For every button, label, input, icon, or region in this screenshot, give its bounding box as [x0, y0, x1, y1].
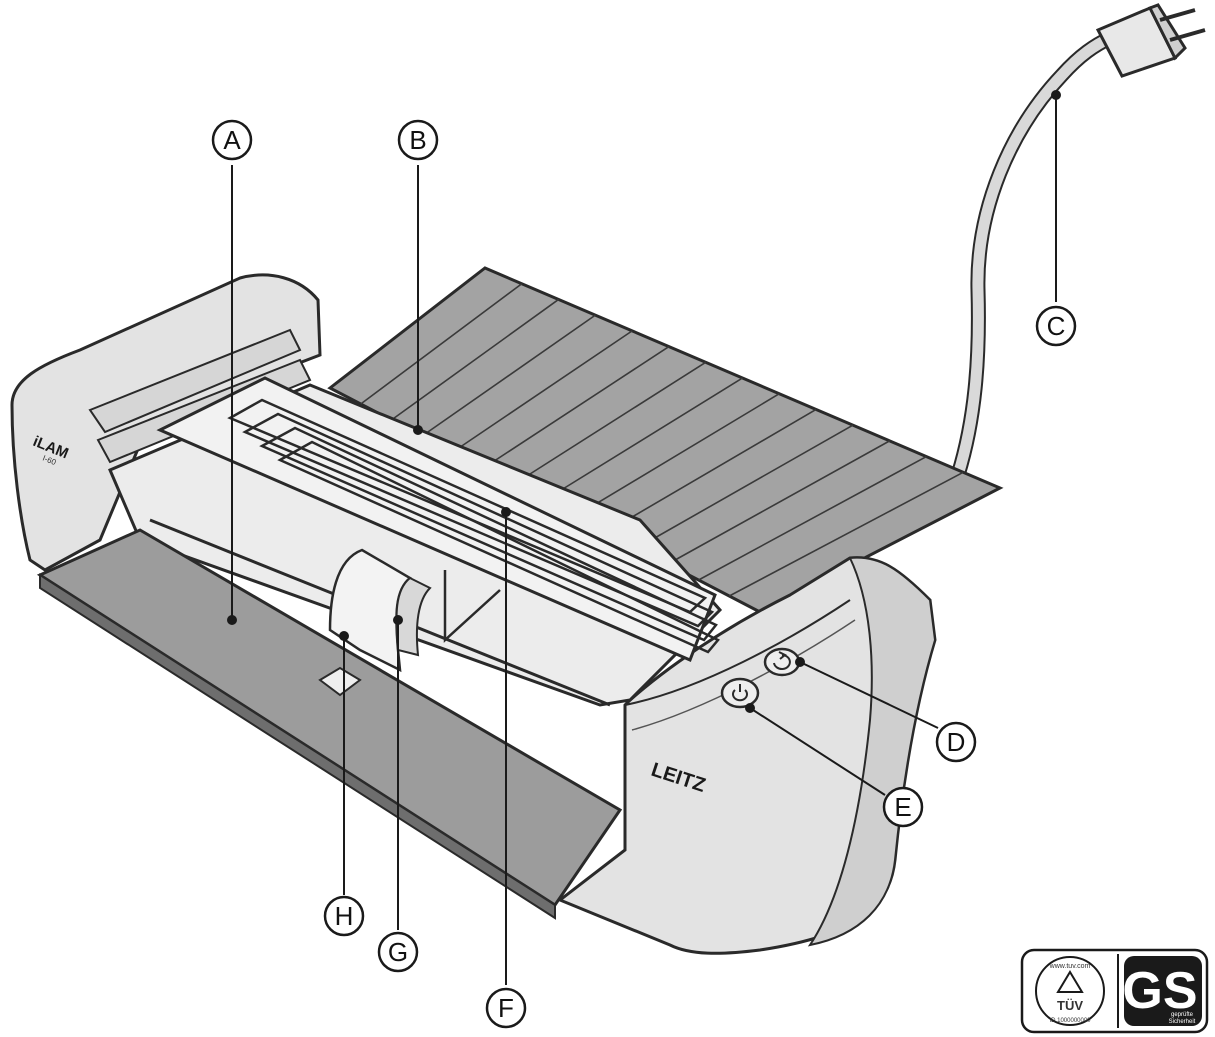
leader-dot-g	[393, 615, 403, 625]
callout-a: A	[211, 119, 253, 161]
callout-d-label: D	[947, 727, 966, 757]
callout-e-label: E	[894, 792, 911, 822]
leader-dot-b	[413, 425, 423, 435]
tray-ridge-line	[544, 377, 743, 501]
callout-f-label: F	[498, 993, 514, 1023]
callout-h-label: H	[335, 901, 354, 931]
callout-b: B	[397, 119, 439, 161]
gs-mark-label: GS	[1122, 962, 1197, 1020]
tray-ridge-line	[421, 314, 596, 437]
callout-a-label: A	[223, 125, 241, 155]
tray-ridge-line	[636, 424, 854, 549]
leader-dot-h	[339, 631, 349, 641]
tuv-mark-icon: TÜV www.tuv.com ID 1000000000	[1035, 956, 1105, 1026]
tray-ridge-line	[728, 471, 964, 597]
power-plug-icon	[1095, 3, 1206, 78]
reverse-button[interactable]	[763, 647, 801, 677]
right-end-cap	[557, 556, 937, 955]
tray-ridge-line	[698, 455, 927, 581]
tray-ridge-line	[390, 298, 560, 421]
leader-dot-e	[745, 703, 755, 713]
tray-ridge-line	[575, 393, 780, 517]
tray-ridge-line	[513, 361, 707, 485]
leader-lines	[227, 90, 1061, 985]
callout-d: D	[935, 721, 977, 763]
leader-dot-c	[1051, 90, 1061, 100]
tray-ridge-line	[667, 440, 891, 565]
leader-dot-f	[501, 507, 511, 517]
callout-e: E	[882, 786, 924, 828]
power-button[interactable]	[720, 677, 760, 709]
front-feed-tray	[36, 528, 623, 920]
callout-f: F	[485, 987, 527, 1029]
gs-mark-icon: GS geprüfte Sicherheit	[1122, 956, 1202, 1026]
tray-ridge-line	[452, 330, 633, 453]
certification-badge: TÜV www.tuv.com ID 1000000000 GS geprüft…	[1020, 948, 1209, 1034]
tuv-mark-label: TÜV	[1057, 998, 1083, 1013]
gs-caption-1: geprüfte	[1171, 1012, 1194, 1018]
tray-ridge-line	[483, 345, 670, 469]
callout-c-label: C	[1047, 311, 1066, 341]
tray-ridge-line	[360, 283, 523, 405]
power-cord	[950, 30, 1118, 483]
callout-b-label: B	[409, 125, 426, 155]
callout-g: G	[377, 931, 419, 973]
tuv-url-label: www.tuv.com	[1049, 963, 1091, 970]
callout-h: H	[323, 895, 365, 937]
gs-caption-2: Sicherheit	[1169, 1019, 1196, 1025]
tuv-id-label: ID 1000000000	[1049, 1018, 1091, 1024]
leader-line-d	[799, 661, 939, 729]
callout-g-label: G	[388, 937, 408, 967]
leader-dot-d	[795, 657, 805, 667]
leader-line-e	[749, 707, 886, 796]
tray-ridge-line	[606, 408, 817, 533]
rear-feed-tray	[327, 266, 1004, 614]
callout-c: C	[1035, 305, 1077, 347]
central-housing	[108, 376, 723, 707]
leader-dot-a	[227, 615, 237, 625]
